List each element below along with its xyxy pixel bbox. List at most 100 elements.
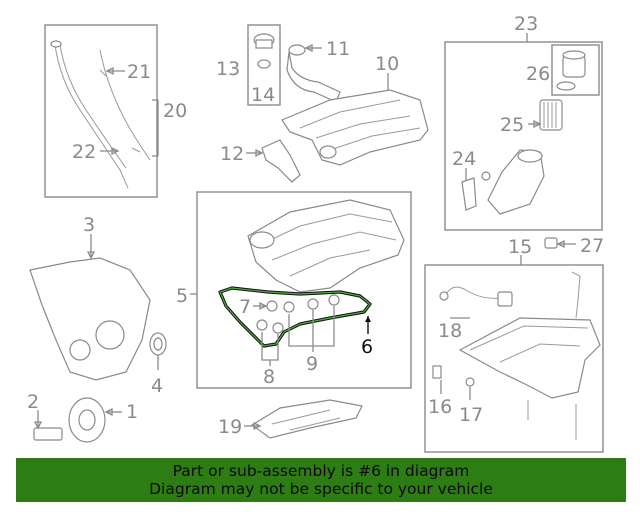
timing-cover-boss: [69, 339, 91, 361]
callout-23: 23: [514, 13, 538, 35]
timing-cover-group: [29, 234, 151, 381]
callout-20: 20: [163, 100, 187, 122]
filter-housing: [487, 149, 545, 215]
timing-cover: [29, 257, 151, 381]
oil-pan-ribs: [469, 325, 589, 363]
callout-24: 24: [452, 148, 476, 170]
callout-17: 17: [459, 404, 483, 426]
valve-cover-ribs: [299, 99, 421, 151]
callout-7: 7: [239, 296, 251, 318]
cap-box: [247, 24, 281, 106]
valve-cover-group: [281, 73, 429, 166]
sensor-24: [461, 177, 477, 211]
intake-manifold-box: [196, 191, 412, 389]
bracket-20: [152, 99, 159, 157]
callout-8: 8: [263, 366, 275, 388]
cap-seal: [257, 59, 271, 69]
seal-group: [149, 332, 167, 370]
bracket-9: [288, 306, 335, 347]
callout-2: 2: [27, 391, 39, 413]
arrow-1: [104, 407, 113, 417]
filter-pleats: [543, 102, 557, 128]
oil-filter-element: [539, 99, 563, 131]
banner-line-2: Diagram may not be specific to your vehi…: [149, 480, 493, 498]
filter-housing-box: [444, 41, 603, 231]
washer-17: [465, 377, 475, 387]
oil-pickup: [571, 271, 581, 319]
dipstick-group: [44, 24, 159, 198]
sensor-plug: [439, 291, 449, 301]
oil-fill-cap-body: [255, 39, 273, 49]
valve-cover: [281, 89, 429, 166]
arrow-12: [255, 148, 264, 158]
seal-9b: [307, 298, 319, 310]
callout-6: 6: [361, 336, 373, 358]
balancer-bolt: [33, 427, 63, 441]
callout-22: 22: [72, 141, 96, 163]
timing-cover-port: [95, 320, 125, 350]
sensor-body: [497, 291, 513, 307]
dipstick-tube: [54, 44, 129, 189]
seal-7: [266, 300, 278, 312]
arrow-27: [556, 239, 565, 249]
arrow-25: [533, 119, 542, 129]
fill-tube: [286, 51, 341, 103]
bracket-group: [246, 139, 301, 183]
seal-9a: [283, 301, 295, 313]
intake-manifold: [247, 199, 405, 293]
dipstick-rod: [99, 49, 151, 161]
diagram-notice-banner: Part or sub-assembly is #6 in diagram Di…: [16, 458, 626, 502]
shield-group: [244, 399, 363, 439]
fill-tube-group: [286, 43, 341, 103]
seal-8a: [256, 319, 268, 331]
arrow-19: [253, 421, 262, 431]
throttle-body: [249, 231, 275, 249]
balancer-group: [33, 397, 122, 443]
seal-8b: [272, 322, 284, 334]
oil-pan-group: [424, 255, 604, 453]
intake-shield: [250, 399, 363, 439]
callout-3: 3: [83, 214, 95, 236]
filter-housing-group: [444, 33, 603, 231]
arrow-11: [304, 43, 313, 53]
filter-housing-top: [517, 149, 543, 163]
front-seal-inner: [153, 337, 163, 351]
arrow-22: [111, 146, 120, 156]
arrow-3: [86, 251, 96, 260]
part-27: [544, 237, 558, 249]
callout-5: 5: [176, 285, 188, 307]
callout-10: 10: [375, 53, 399, 75]
arrow-6: [365, 316, 371, 322]
shield-ribs: [271, 409, 341, 431]
callout-4: 4: [151, 375, 163, 397]
callout-11: 11: [326, 38, 350, 60]
cap-group: [247, 24, 281, 106]
seal-9c: [328, 294, 340, 306]
filter-cap-box: [551, 44, 600, 96]
callout-1: 1: [126, 401, 138, 423]
callout-16: 16: [428, 396, 452, 418]
fill-tube-top: [288, 44, 306, 56]
callout-15: 15: [508, 236, 532, 258]
arrow-2: [33, 421, 43, 430]
callout-26: 26: [526, 63, 550, 85]
dipstick-handle: [50, 40, 62, 48]
arrow-21: [105, 66, 114, 76]
callout-25: 25: [500, 114, 524, 136]
callout-21: 21: [127, 61, 151, 83]
callout-14: 14: [251, 84, 275, 106]
housing-seal: [481, 171, 491, 181]
part-27-group: [544, 237, 576, 249]
dipstick-box: [44, 24, 158, 198]
bolt-16: [432, 365, 442, 379]
bracket-12: [261, 139, 301, 183]
intake-runners: [261, 213, 397, 277]
intake-gasket-6-highlight: [219, 287, 371, 347]
callout-27: 27: [580, 235, 604, 257]
callout-18: 18: [438, 320, 462, 342]
callout-12: 12: [220, 143, 244, 165]
oil-level-sensor-wire: [444, 286, 501, 299]
dipstick-clip: [99, 69, 141, 153]
arrow-7: [259, 301, 268, 311]
filter-cap-oring: [556, 81, 576, 91]
